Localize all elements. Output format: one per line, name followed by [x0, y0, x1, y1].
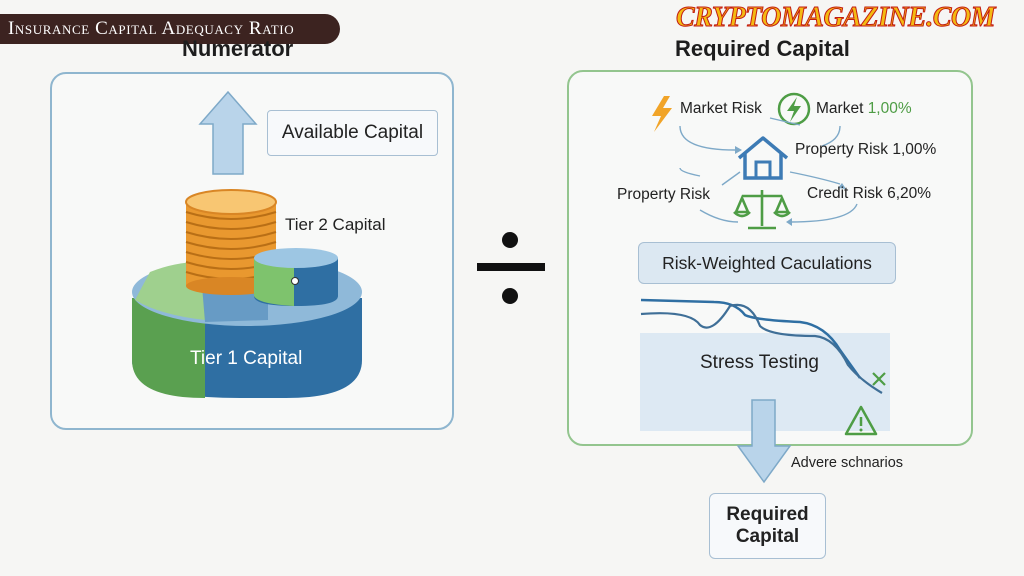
property-risk-label: Property Risk	[617, 186, 711, 203]
market-risk-label: Market Risk	[680, 100, 762, 117]
adverse-scenarios-label: Advere schnarios	[791, 455, 904, 471]
page-title: Insurance Capital Adequacy Ratio	[0, 14, 340, 44]
required-capital-line2: Capital	[735, 526, 800, 547]
market-label-text: Market	[816, 100, 864, 117]
divide-icon	[477, 232, 545, 304]
market-value: 1,00%	[867, 100, 912, 117]
tier1-label: Tier 1 Capital	[190, 348, 303, 369]
stress-testing-label: Stress Testing	[700, 352, 819, 373]
tier2-label: Tier 2 Capital	[285, 215, 386, 234]
brand-logo: CRYPTOMAGAZINE.COM	[675, 2, 996, 34]
title-text: Insurance Capital Adequacy Ratio	[8, 18, 295, 39]
warning-icon	[844, 405, 878, 436]
house-icon	[737, 136, 789, 180]
down-arrow-icon	[736, 399, 792, 484]
available-capital-label: Available Capital	[281, 122, 424, 143]
required-capital-line1: Required	[726, 504, 809, 525]
stress-chart	[640, 298, 890, 431]
green-lightning-icon	[777, 92, 811, 126]
required-capital-box: Required Capital	[709, 493, 826, 559]
connector-arrowheads	[735, 146, 846, 226]
numerator-heading: Numerator	[182, 36, 294, 61]
risk-weighted-label: Risk-Weighted Caculations	[662, 252, 872, 273]
market-label: Market 1,00%	[816, 100, 912, 118]
tier2-cylinder	[254, 248, 338, 306]
lightning-icon	[652, 96, 672, 132]
credit-risk-label: Credit Risk 6,20%	[807, 185, 932, 202]
up-arrow-icon	[198, 90, 258, 175]
cross-icon	[872, 372, 886, 386]
available-capital-box: Available Capital	[267, 110, 438, 156]
scales-icon	[733, 190, 791, 230]
required-capital-heading: Required Capital	[675, 36, 850, 61]
risk-connectors	[679, 117, 858, 223]
property-risk-value-label: Property Risk 1,00%	[795, 141, 937, 158]
risk-weighted-box: Risk-Weighted Caculations	[638, 242, 896, 284]
